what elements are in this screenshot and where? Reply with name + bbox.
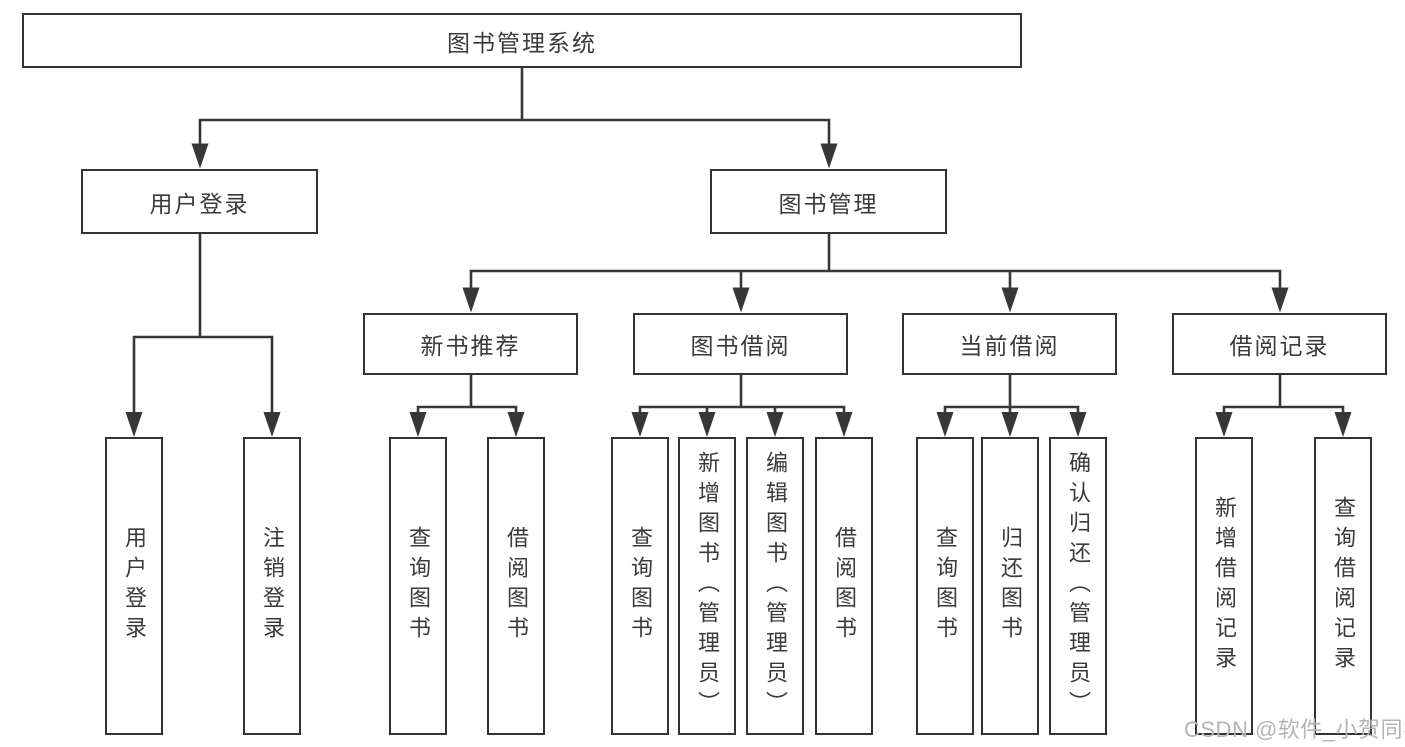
leaf-label: 查询借阅记录 bbox=[1331, 496, 1356, 676]
leaf-label: 确认归还（管理员） bbox=[1066, 451, 1091, 721]
node-leaf-query-books-borrow: 查询图书 bbox=[611, 437, 669, 735]
node-user-login: 用户登录 bbox=[81, 169, 318, 234]
node-leaf-return-book: 归还图书 bbox=[981, 437, 1039, 735]
edge-book-management-to-level3 bbox=[462, 234, 1289, 313]
csdn-watermark: CSDN @软件_小贺同学 bbox=[1184, 717, 1405, 742]
edge-new-book-children bbox=[409, 375, 525, 437]
node-leaf-borrow-books: 借阅图书 bbox=[815, 437, 873, 735]
node-leaf-borrow-books-recommend: 借阅图书 bbox=[487, 437, 545, 735]
node-book-management: 图书管理 bbox=[710, 169, 947, 234]
leaf-label: 归还图书 bbox=[998, 526, 1023, 646]
edge-current-borrow-children bbox=[936, 375, 1087, 437]
edge-root-to-level2 bbox=[191, 68, 838, 169]
node-leaf-query-borrow-record: 查询借阅记录 bbox=[1314, 437, 1372, 735]
leaf-label: 查询图书 bbox=[406, 526, 431, 646]
leaf-label: 查询图书 bbox=[628, 526, 653, 646]
leaf-label: 新增图书（管理员） bbox=[695, 451, 720, 721]
node-leaf-logout: 注销登录 bbox=[243, 437, 301, 735]
leaf-label: 编辑图书（管理员） bbox=[763, 451, 788, 721]
node-leaf-edit-book-admin: 编辑图书（管理员） bbox=[746, 437, 804, 735]
node-leaf-confirm-return-admin: 确认归还（管理员） bbox=[1049, 437, 1107, 735]
leaf-label: 新增借阅记录 bbox=[1212, 496, 1237, 676]
node-leaf-add-borrow-record: 新增借阅记录 bbox=[1195, 437, 1253, 735]
node-book-borrow: 图书借阅 bbox=[633, 313, 848, 375]
leaf-label: 借阅图书 bbox=[504, 526, 529, 646]
leaf-label: 用户登录 bbox=[122, 526, 147, 646]
leaf-label: 借阅图书 bbox=[832, 526, 857, 646]
node-leaf-query-books-recommend: 查询图书 bbox=[389, 437, 447, 735]
node-leaf-user-login: 用户登录 bbox=[105, 437, 163, 735]
edge-book-borrow-children bbox=[631, 375, 853, 437]
node-root-system: 图书管理系统 bbox=[22, 13, 1022, 68]
node-leaf-add-book-admin: 新增图书（管理员） bbox=[678, 437, 736, 735]
leaf-label: 注销登录 bbox=[260, 526, 285, 646]
edge-borrow-records-children bbox=[1215, 375, 1352, 437]
node-borrow-records: 借阅记录 bbox=[1172, 313, 1387, 375]
node-leaf-query-books-current: 查询图书 bbox=[916, 437, 974, 735]
node-new-book-recommend: 新书推荐 bbox=[363, 313, 578, 375]
edge-user-login-children bbox=[125, 234, 281, 437]
node-current-borrow: 当前借阅 bbox=[902, 313, 1117, 375]
leaf-label: 查询图书 bbox=[933, 526, 958, 646]
